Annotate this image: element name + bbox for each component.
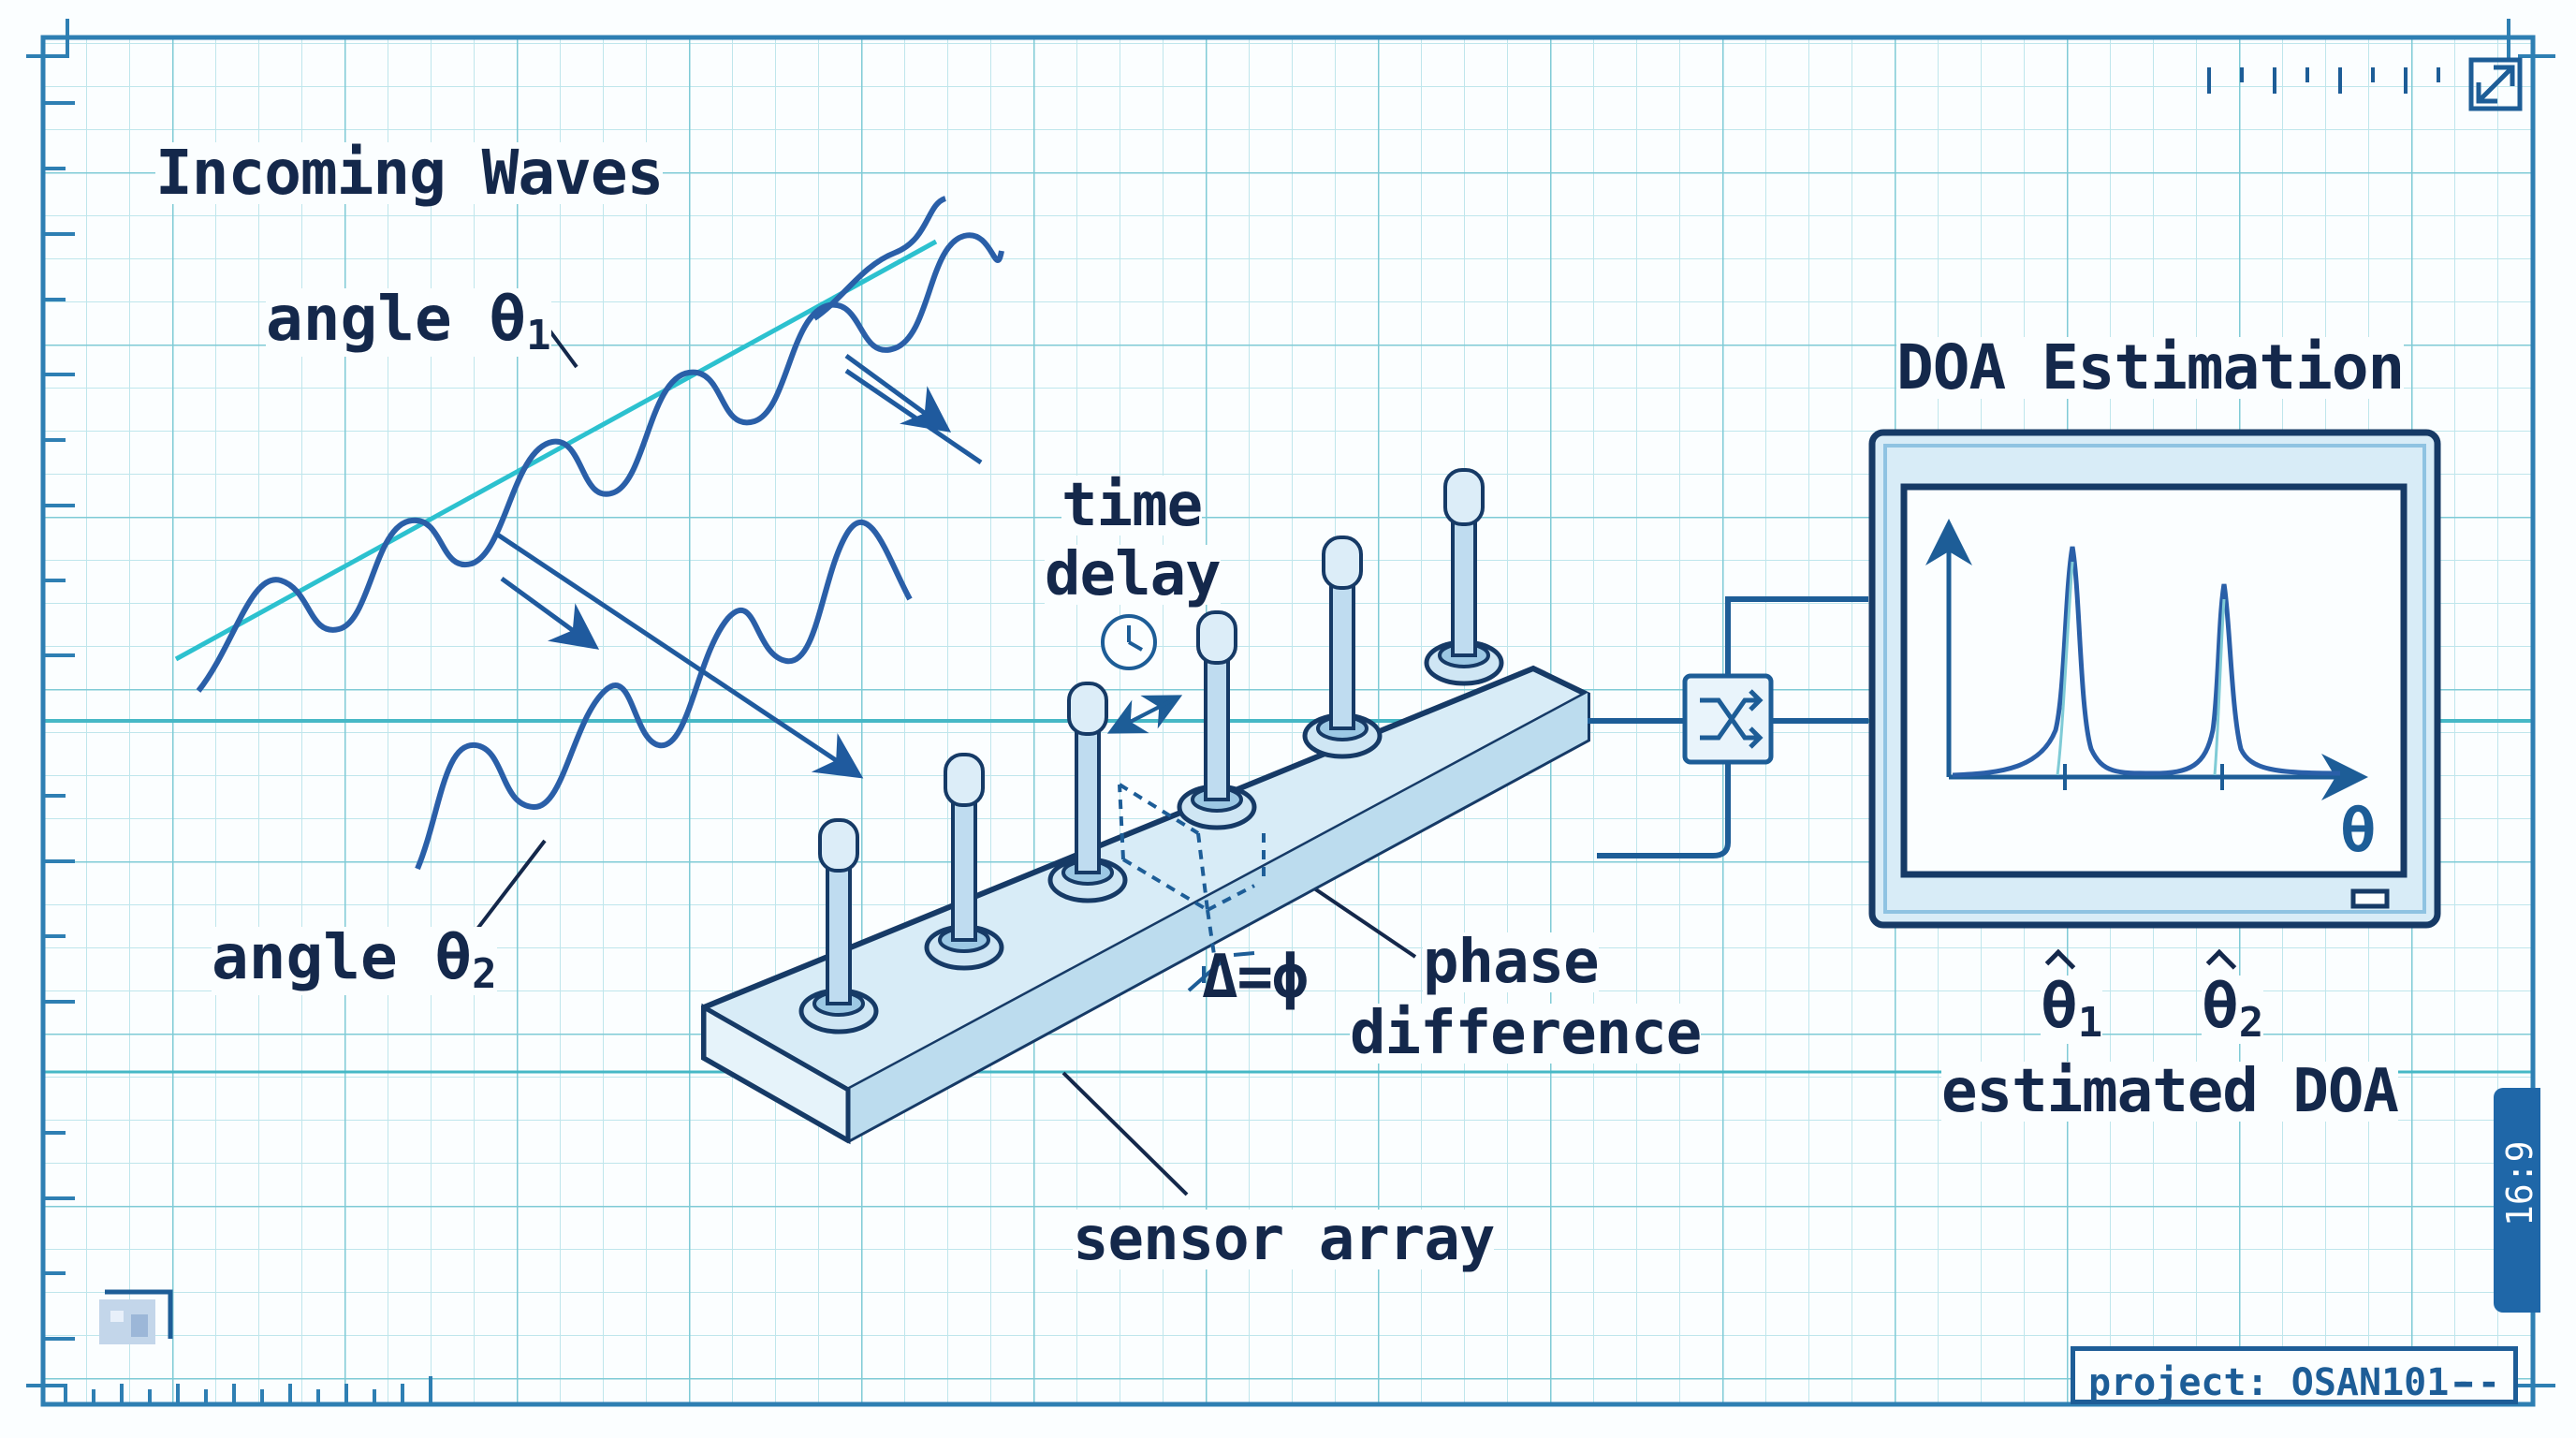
spectrum-peak-1 <box>1952 546 2154 778</box>
wave-direction-line-theta1 <box>174 239 938 662</box>
theta1-hat-text: θ <box>2041 970 2078 1042</box>
sensor-antenna-2 <box>924 753 1004 971</box>
incoming-arrow-1 <box>844 353 952 433</box>
time-delay-marker <box>1106 695 1183 734</box>
shuffle-icon <box>1682 673 1774 765</box>
monitor-screen <box>1900 483 2408 878</box>
angle-theta2-subscript: 2 <box>472 950 497 998</box>
project-label-box: project: OSAN101- -- <box>2071 1346 2518 1404</box>
project-label: project: OSAN101- <box>2088 1361 2472 1404</box>
connection-lines <box>1588 596 1868 858</box>
theta2-hat-text: θ <box>2202 970 2239 1042</box>
wave-theta2 <box>415 520 913 871</box>
delta-phi-label: Δ=ϕ <box>1202 943 1309 1012</box>
aspect-ratio-label: 16:9 <box>2499 1140 2540 1226</box>
phase-difference-markers <box>1118 783 1266 975</box>
incoming-waves-label: Incoming Waves <box>155 137 664 209</box>
clock-icon <box>1101 614 1157 670</box>
delay-label: delay <box>1045 540 1222 609</box>
project-label-end: -- <box>2454 1361 2500 1404</box>
image-thumbnail-icon <box>99 1289 173 1344</box>
sensor-antenna-1 <box>798 818 879 1034</box>
corner-marks <box>26 19 2555 1387</box>
sensor-antenna-5 <box>1302 536 1383 759</box>
blueprint-frame <box>40 35 2536 1407</box>
spectrum-plot <box>1925 519 2368 800</box>
phase-label: phase <box>1423 928 1600 997</box>
theta1-hat-label: θ1 <box>2041 970 2103 1047</box>
expand-icon <box>2468 57 2523 111</box>
angle-theta2-label: angle θ2 <box>212 927 497 995</box>
sensor-antenna-6 <box>1424 468 1504 686</box>
wave-theta1 <box>196 232 1004 693</box>
incoming-arrows <box>494 353 983 779</box>
time-label: time <box>1061 471 1203 540</box>
theta-axis-label: θ <box>2340 797 2377 866</box>
theta2-hat-subscript: 2 <box>2238 999 2264 1047</box>
left-ruler-ticks <box>43 101 75 1341</box>
sensor-antenna-3 <box>1047 682 1128 903</box>
incoming-arrow-2 <box>500 576 600 650</box>
spectrum-peak-2 <box>2152 583 2341 776</box>
estimated-doa-label: estimated DOA <box>1941 1057 2399 1126</box>
sensor-antennas <box>798 468 1504 1034</box>
angle-theta1-text: angle θ <box>266 283 527 355</box>
difference-label: difference <box>1350 999 1702 1068</box>
sensor-array-bar <box>701 665 1590 1145</box>
top-right-ruler-ticks <box>2207 67 2440 94</box>
sensor-array-label: sensor array <box>1073 1205 1495 1274</box>
sensor-antenna-4 <box>1177 610 1257 830</box>
theta1-hat-subscript: 1 <box>2077 999 2103 1047</box>
monitor-button <box>2350 888 2390 909</box>
aspect-ratio-tab[interactable] <box>2494 1088 2540 1313</box>
angle-theta1-subscript: 1 <box>526 312 551 360</box>
angle-theta1-label: angle θ1 <box>266 288 551 357</box>
wave-theta1-tail <box>812 196 947 321</box>
theta2-hat-label: θ2 <box>2202 970 2264 1047</box>
doa-monitor <box>1868 429 2441 929</box>
angle-theta2-text: angle θ <box>212 921 473 993</box>
delta-marker <box>1187 951 1255 992</box>
doa-estimation-title: DOA Estimation <box>1896 331 2405 404</box>
incoming-arrow-3 <box>494 531 864 779</box>
bottom-ruler-ticks <box>64 1376 432 1404</box>
